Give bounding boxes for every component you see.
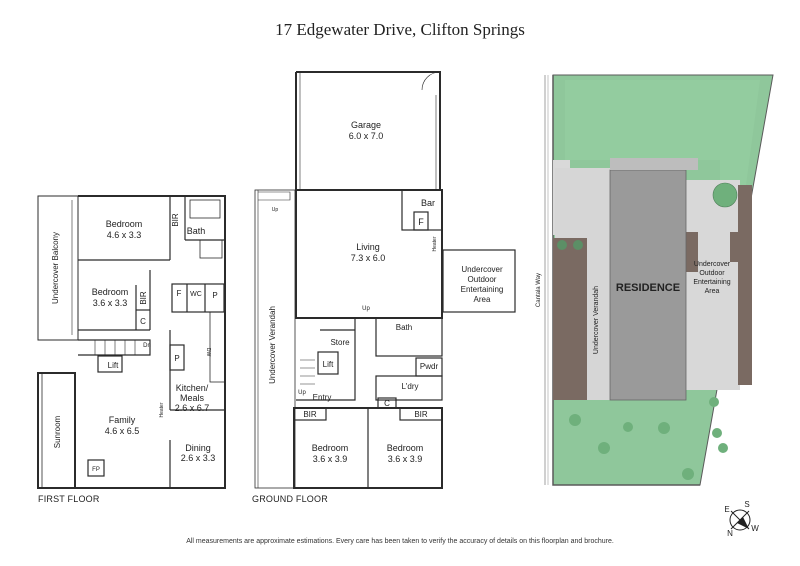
label-bedroom1-size: 4.6 x 3.3 [107, 230, 142, 240]
label-family-size: 4.6 x 6.5 [105, 426, 140, 436]
label-ldry: L'dry [401, 382, 418, 391]
label-wc: WC [190, 291, 202, 298]
label-c-ground: C [384, 399, 390, 408]
label-kitchen-1: Kitchen/ [176, 383, 209, 393]
label-heater-ground: Heater [432, 236, 438, 251]
label-bath-ground: Bath [396, 323, 412, 332]
label-bedroom1-name: Bedroom [106, 219, 143, 229]
site-plan [544, 74, 800, 486]
label-living-size: 7.3 x 6.0 [351, 253, 386, 263]
label-balcony: Undercover Balcony [51, 232, 60, 304]
label-bedroom3-size: 3.6 x 3.9 [313, 454, 348, 464]
label-bedroom4-name: Bedroom [387, 443, 424, 453]
label-sunroom: Sunroom [53, 415, 62, 448]
label-bir-left: BIR [303, 410, 317, 419]
label-lift-ground: Lift [323, 360, 334, 369]
label-fp: FP [92, 467, 100, 473]
label-bir2: BIR [139, 291, 148, 305]
label-living-name: Living [356, 242, 380, 252]
label-p2: P [174, 354, 179, 363]
label-dn: Dn [143, 343, 151, 349]
label-kitchen-2: Meals [180, 393, 205, 403]
label-bedroom4-size: 3.6 x 3.9 [388, 454, 423, 464]
compass-n: N [727, 529, 733, 538]
compass [729, 509, 751, 531]
label-c-first: C [140, 317, 146, 326]
label-bath-first: Bath [187, 226, 206, 236]
label-up-1: Up [272, 207, 279, 213]
label-garage-size: 6.0 x 7.0 [349, 131, 384, 141]
compass-e: E [724, 505, 729, 514]
label-street: Cantala Way [536, 273, 542, 307]
label-dining-name: Dining [185, 443, 211, 453]
label-site-outdoor-1: Undercover [694, 261, 731, 268]
label-store: Store [330, 338, 350, 347]
label-f-first: F [177, 289, 182, 298]
label-outdoor-1: Undercover [461, 265, 503, 274]
label-residence: RESIDENCE [616, 282, 680, 294]
label-site-outdoor-3: Entertaining [693, 279, 730, 286]
label-outdoor-4: Area [474, 295, 491, 304]
label-site-outdoor-2: Outdoor [699, 270, 725, 277]
label-bar: Bar [421, 198, 435, 208]
ground-floor-plan [254, 71, 516, 489]
label-heater-first: Heater [159, 402, 165, 417]
label-dw: DW [205, 348, 211, 357]
label-lift-first: Lift [108, 361, 119, 370]
label-garage-name: Garage [351, 120, 381, 130]
label-bir-right: BIR [414, 410, 428, 419]
label-up-2: Up [362, 306, 370, 312]
label-bir: BIR [171, 213, 180, 227]
label-f-ground: F [418, 217, 424, 227]
label-entry: Entry [313, 393, 332, 402]
label-bedroom3-name: Bedroom [312, 443, 349, 453]
label-pwdr: Pwdr [420, 362, 439, 371]
label-bedroom2-name: Bedroom [92, 287, 129, 297]
label-p1: P [212, 291, 217, 300]
page-title: 17 Edgewater Drive, Clifton Springs [275, 20, 525, 39]
label-kitchen-size: 2.6 x 6.7 [175, 403, 210, 413]
ground-floor-label: GROUND FLOOR [252, 494, 328, 504]
label-outdoor-2: Outdoor [468, 275, 497, 284]
label-verandah: Undercover Verandah [268, 306, 277, 384]
label-site-verandah: Undercover Verandah [593, 286, 600, 354]
label-dining-size: 2.6 x 3.3 [181, 453, 216, 463]
first-floor-plan [37, 195, 226, 489]
first-floor-label: FIRST FLOOR [38, 494, 100, 504]
label-outdoor-3: Entertaining [461, 285, 504, 294]
label-bedroom2-size: 3.6 x 3.3 [93, 298, 128, 308]
label-up-3: Up [298, 390, 306, 396]
compass-s: S [744, 500, 749, 509]
label-family-name: Family [109, 415, 136, 425]
compass-w: W [751, 524, 759, 533]
disclaimer: All measurements are approximate estimat… [186, 538, 614, 545]
label-site-outdoor-4: Area [705, 288, 720, 295]
